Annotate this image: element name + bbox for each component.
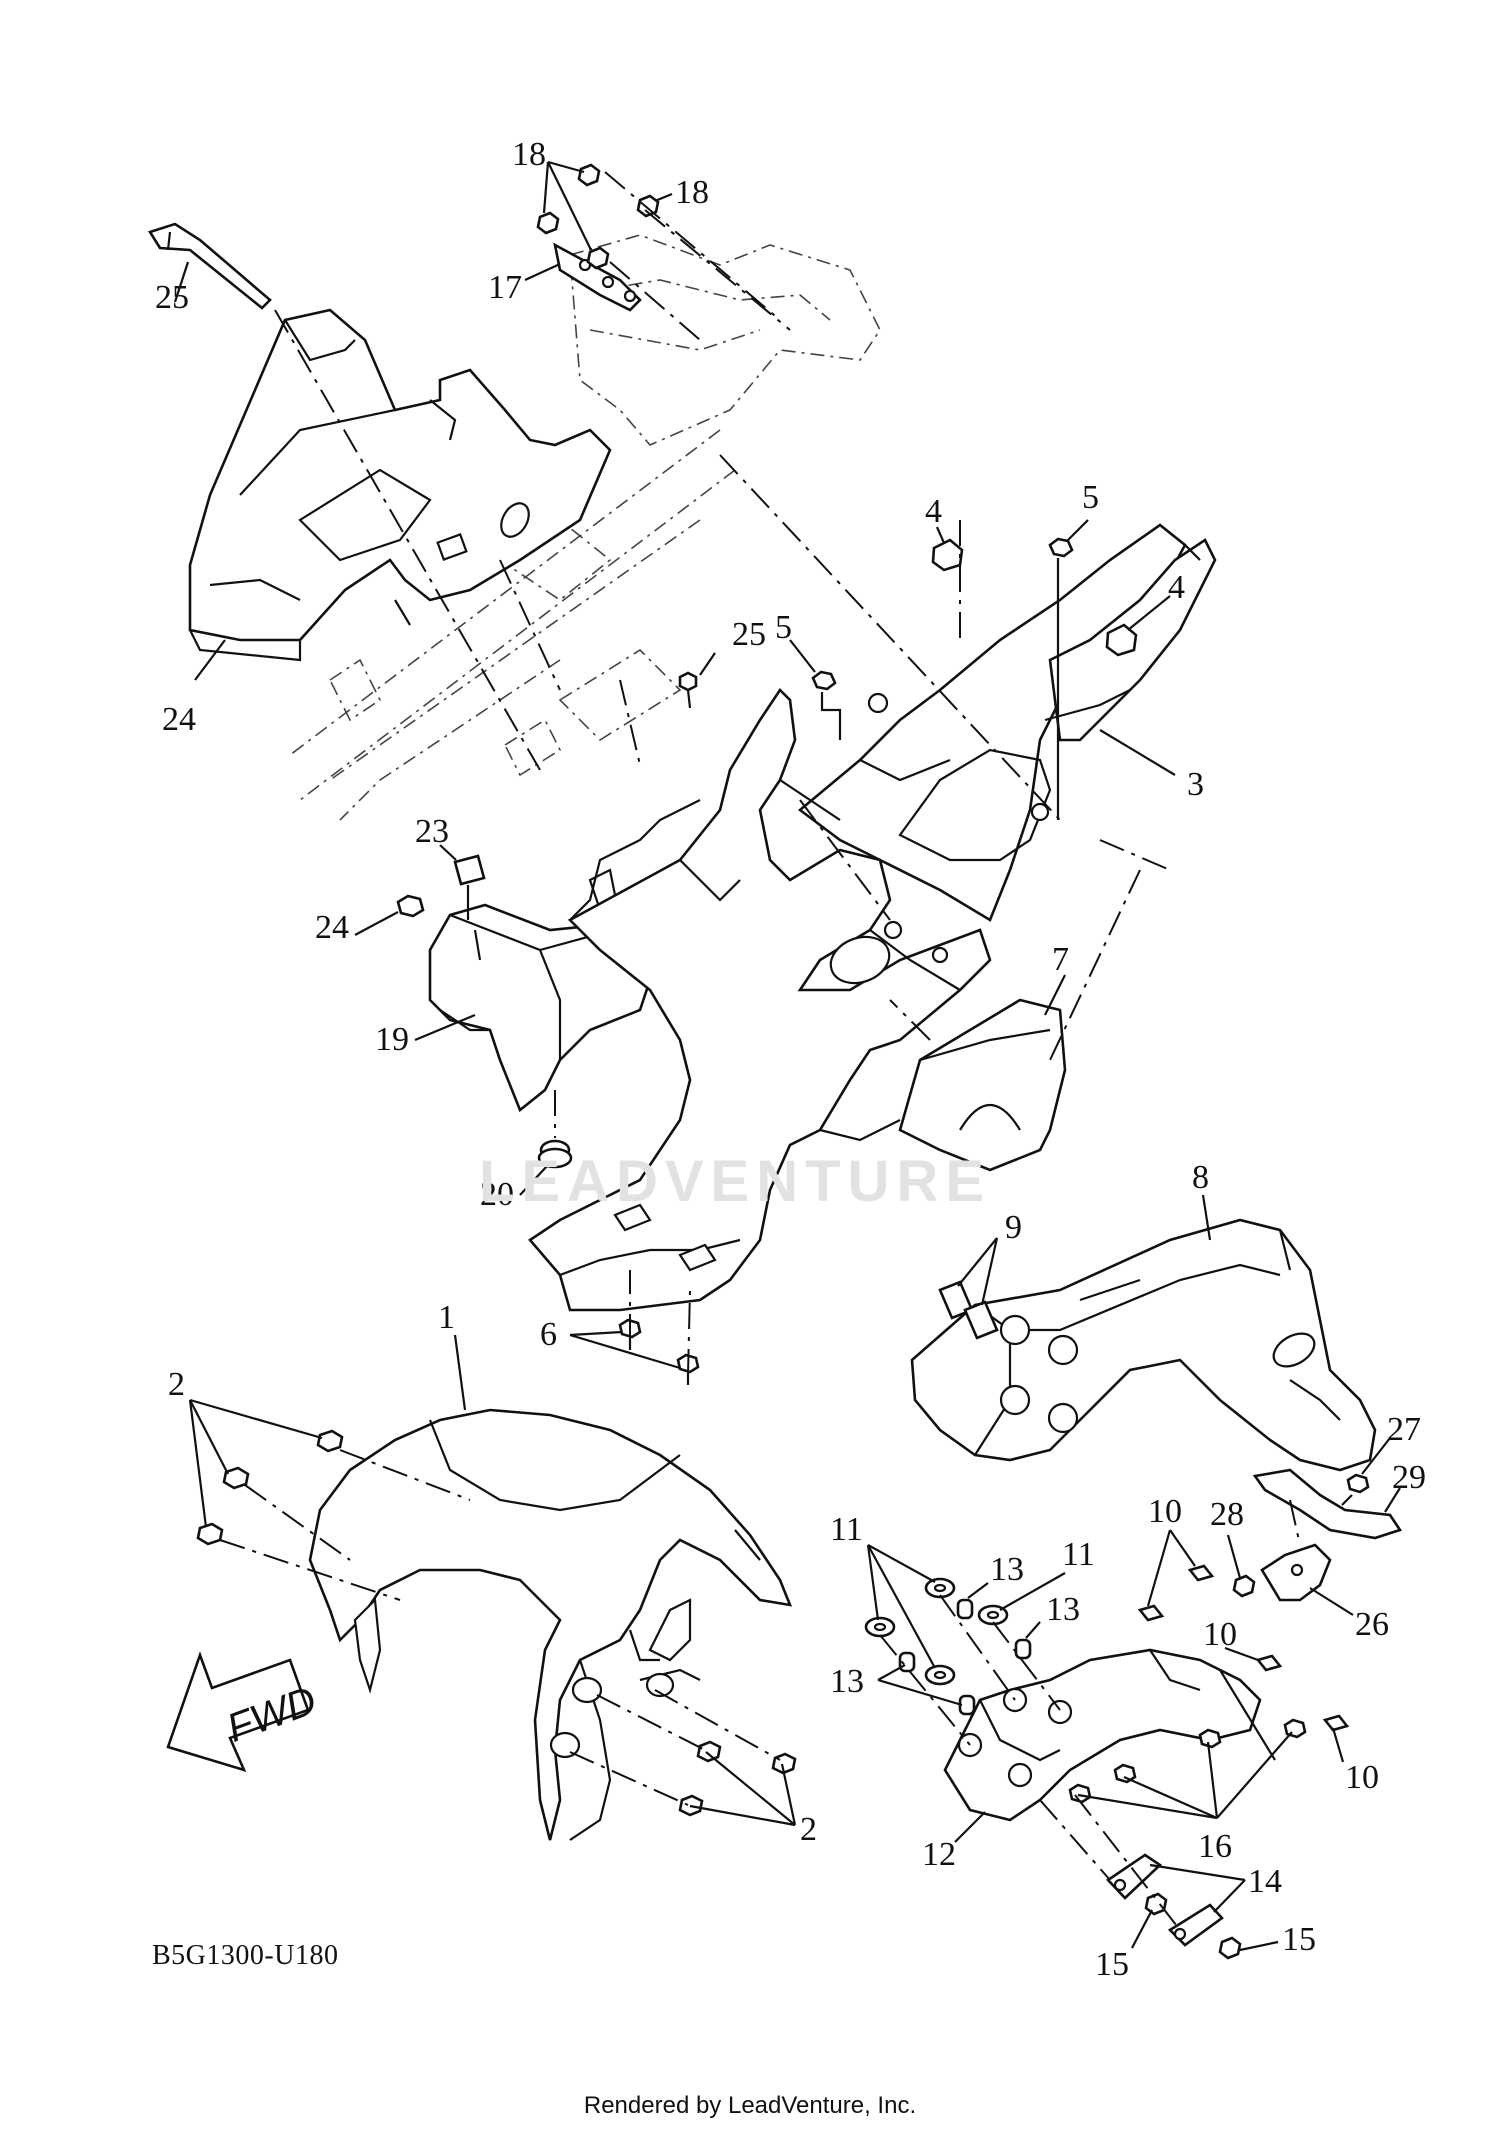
callout-15-right: 15 [1282,1921,1316,1958]
callout-3: 3 [1187,766,1204,803]
callout-18-top: 18 [512,136,546,173]
render-credit: Rendered by LeadVenture, Inc. [583,2092,917,2119]
callout-24: 24 [162,701,196,738]
forward-direction-arrow: FWD [166,1651,322,1773]
callout-11-left: 11 [830,1511,863,1548]
callout-29: 29 [1392,1459,1426,1496]
callout-20: 20 [480,1176,514,1213]
part-16-screws [1068,1718,1307,1804]
callout-22: 24 [315,909,349,946]
callout-16: 16 [1198,1828,1232,1865]
part-22-nut [396,894,425,918]
assembly-lines [219,171,1301,1931]
rear-frame-outline [289,234,881,821]
part-23-nut [678,671,698,709]
part-5-screws [811,537,1074,820]
callout-10-top: 10 [1148,1493,1182,1530]
callout-18-right: 18 [675,174,709,211]
part-11-washers [864,1577,1009,1686]
callout-10-mid: 10 [1203,1616,1237,1653]
callout-13-left: 13 [830,1663,864,1700]
callout-25: 25 [155,279,189,316]
callout-12: 12 [922,1836,956,1873]
callout-17: 17 [488,269,522,306]
part-20-grommet [537,1090,573,1169]
callout-10-right: 10 [1345,1759,1379,1796]
callout-26: 26 [1355,1606,1389,1643]
callout-11-right: 11 [1062,1536,1095,1573]
callout-27: 27 [1387,1411,1421,1448]
callout-23: 25 [732,616,766,653]
callout-4-top: 4 [925,493,942,530]
part-26-bracket [1260,1543,1332,1602]
part-4-clips [931,538,1138,657]
part-8-rear-bracket [910,1218,1377,1472]
callout-6: 6 [540,1316,557,1353]
part-25-strap [148,222,272,310]
part-18-nuts [536,163,660,270]
part-12-bracket [943,1648,1276,1822]
part-17-bracket [553,242,642,312]
callout-21: 23 [415,813,449,850]
part-7-inner-fender [528,687,992,1312]
watermark-text: LEADVENTURE [478,1149,992,1214]
callout-7: 7 [1052,941,1069,978]
part-14-plates [1106,1853,1224,1947]
callout-13-top: 13 [990,1551,1024,1588]
diagram-code: B5G1300-U180 [152,1940,339,1971]
callout-2-left: 2 [168,1366,185,1403]
callout-13-mid: 13 [1046,1591,1080,1628]
callout-5-left: 5 [775,609,792,646]
part-27-screw [1341,1473,1370,1506]
callout-9: 9 [1005,1209,1022,1246]
part-1-front-fender [308,1408,793,1841]
part-21-clip [453,854,486,920]
callout-5-top: 5 [1082,479,1099,516]
callout-4-right: 4 [1168,569,1185,606]
part-24-tray [188,308,612,662]
leader-lines [173,160,1401,1952]
callout-19: 19 [375,1021,409,1058]
callout-14: 14 [1248,1863,1282,1900]
part-7-tray [898,998,1067,1172]
callout-labels: 18 18 17 25 24 4 5 4 5 25 3 23 24 7 19 2… [155,136,1426,1983]
callout-8: 8 [1192,1159,1209,1196]
callout-2-right: 2 [800,1811,817,1848]
callout-15-left: 15 [1095,1946,1129,1983]
part-29-license-light-bracket [1252,1468,1403,1540]
callout-28: 28 [1210,1496,1244,1533]
part-28-nut [1232,1574,1256,1598]
part-10-clips [1137,1564,1350,1732]
callout-1: 1 [438,1299,455,1336]
part-9-pads [938,1280,999,1340]
